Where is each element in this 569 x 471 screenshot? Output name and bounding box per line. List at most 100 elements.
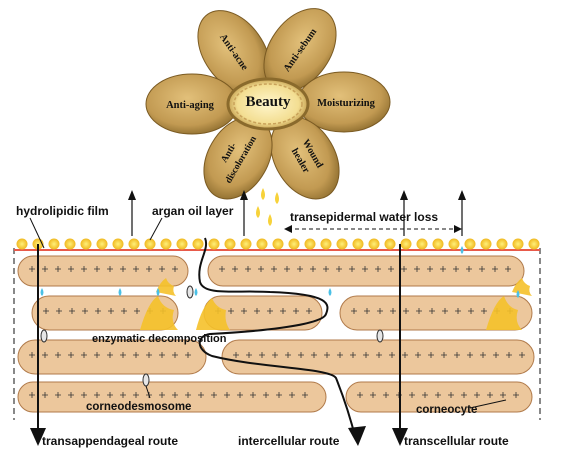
keratin-mark (233, 352, 239, 358)
corneocyte (207, 255, 525, 287)
keratin-mark (487, 392, 493, 398)
keratin-mark (401, 266, 407, 272)
oil-droplet (112, 238, 124, 250)
corneocyte (221, 339, 535, 375)
keratin-mark (505, 266, 511, 272)
keratin-mark (120, 266, 126, 272)
keratin-mark (81, 392, 87, 398)
beauty-flower: Beauty Anti-acne Anti-sebum Moisturizing… (145, 8, 391, 200)
keratin-mark (376, 352, 382, 358)
enzymatic-decomposition-spots (140, 278, 532, 330)
keratin-mark (133, 352, 139, 358)
label-corneocyte: corneocyte (416, 404, 477, 416)
label-hydrolipidic-film: hydrolipidic film (16, 204, 109, 218)
keratin-mark (29, 352, 35, 358)
petal-label-anti-aging: Anti-aging (166, 100, 215, 111)
keratin-mark (453, 266, 459, 272)
keratin-mark (429, 308, 435, 314)
label-argan-oil-layer: argan oil layer (152, 204, 234, 218)
keratin-mark (42, 266, 48, 272)
oil-droplet (16, 238, 28, 250)
flower-center-label: Beauty (246, 94, 292, 110)
oil-droplet (480, 238, 492, 250)
label-transepidermal-water-loss: transepidermal water loss (290, 210, 438, 224)
stratum-corneum (13, 238, 541, 420)
keratin-mark (133, 392, 139, 398)
keratin-mark (42, 392, 48, 398)
label-transappendageal-route: transappendageal route (42, 434, 178, 448)
keratin-mark (94, 266, 100, 272)
oil-droplet (384, 238, 396, 250)
oil-droplet (496, 238, 508, 250)
penetration-routes (30, 190, 466, 446)
keratin-mark (280, 308, 286, 314)
corneocyte (31, 295, 179, 331)
keratin-mark (29, 266, 35, 272)
keratin-mark (481, 308, 487, 314)
keratin-mark (29, 392, 35, 398)
keratin-mark (159, 392, 165, 398)
keratin-mark (81, 352, 87, 358)
oil-droplet (320, 238, 332, 250)
keratin-mark (254, 308, 260, 314)
oil-droplet (368, 238, 380, 250)
keratin-mark (336, 266, 342, 272)
oil-droplet (240, 238, 252, 250)
keratin-mark (172, 352, 178, 358)
argan-oil-layer-dots (16, 238, 540, 250)
keratin-mark (55, 392, 61, 398)
keratin-mark (427, 266, 433, 272)
oil-droplet (192, 238, 204, 250)
keratin-mark (259, 352, 265, 358)
keratin-mark (134, 308, 140, 314)
keratin-mark (442, 308, 448, 314)
keratin-mark (258, 266, 264, 272)
keratin-mark (403, 308, 409, 314)
keratin-mark (383, 392, 389, 398)
keratin-mark (211, 392, 217, 398)
oil-droplet (48, 238, 60, 250)
keratin-mark (224, 392, 230, 398)
oil-droplet (272, 238, 284, 250)
keratin-mark (364, 308, 370, 314)
keratin-mark (55, 352, 61, 358)
oil-droplet (144, 238, 156, 250)
keratin-mark (480, 352, 486, 358)
oil-droplet (528, 238, 540, 250)
keratin-mark (159, 266, 165, 272)
keratin-mark (241, 308, 247, 314)
keratin-mark (82, 308, 88, 314)
corneocyte (17, 339, 207, 375)
keratin-mark (422, 392, 428, 398)
keratin-mark (120, 392, 126, 398)
oil-droplet (128, 238, 140, 250)
corneodesmosomes (40, 285, 384, 387)
labels: hydrolipidic film argan oil layer transe… (16, 204, 509, 448)
keratin-mark (198, 392, 204, 398)
keratin-mark (185, 352, 191, 358)
keratin-mark (390, 308, 396, 314)
keratin-mark (43, 308, 49, 314)
keratin-mark (493, 352, 499, 358)
keratin-mark (351, 308, 357, 314)
keratin-mark (302, 392, 308, 398)
keratin-mark (415, 352, 421, 358)
keratin-mark (513, 392, 519, 398)
keratin-mark (94, 352, 100, 358)
keratin-mark (388, 266, 394, 272)
corneocyte (339, 295, 533, 331)
keratin-mark (55, 266, 61, 272)
keratin-mark (441, 352, 447, 358)
keratin-mark (107, 266, 113, 272)
keratin-mark (285, 352, 291, 358)
keratin-mark (466, 266, 472, 272)
keratin-mark (479, 266, 485, 272)
oil-droplet (176, 238, 188, 250)
oil-droplet (96, 238, 108, 250)
keratin-mark (271, 266, 277, 272)
keratin-mark (519, 352, 525, 358)
keratin-mark (389, 352, 395, 358)
keratin-mark (448, 392, 454, 398)
keratin-mark (159, 352, 165, 358)
keratin-mark (237, 392, 243, 398)
